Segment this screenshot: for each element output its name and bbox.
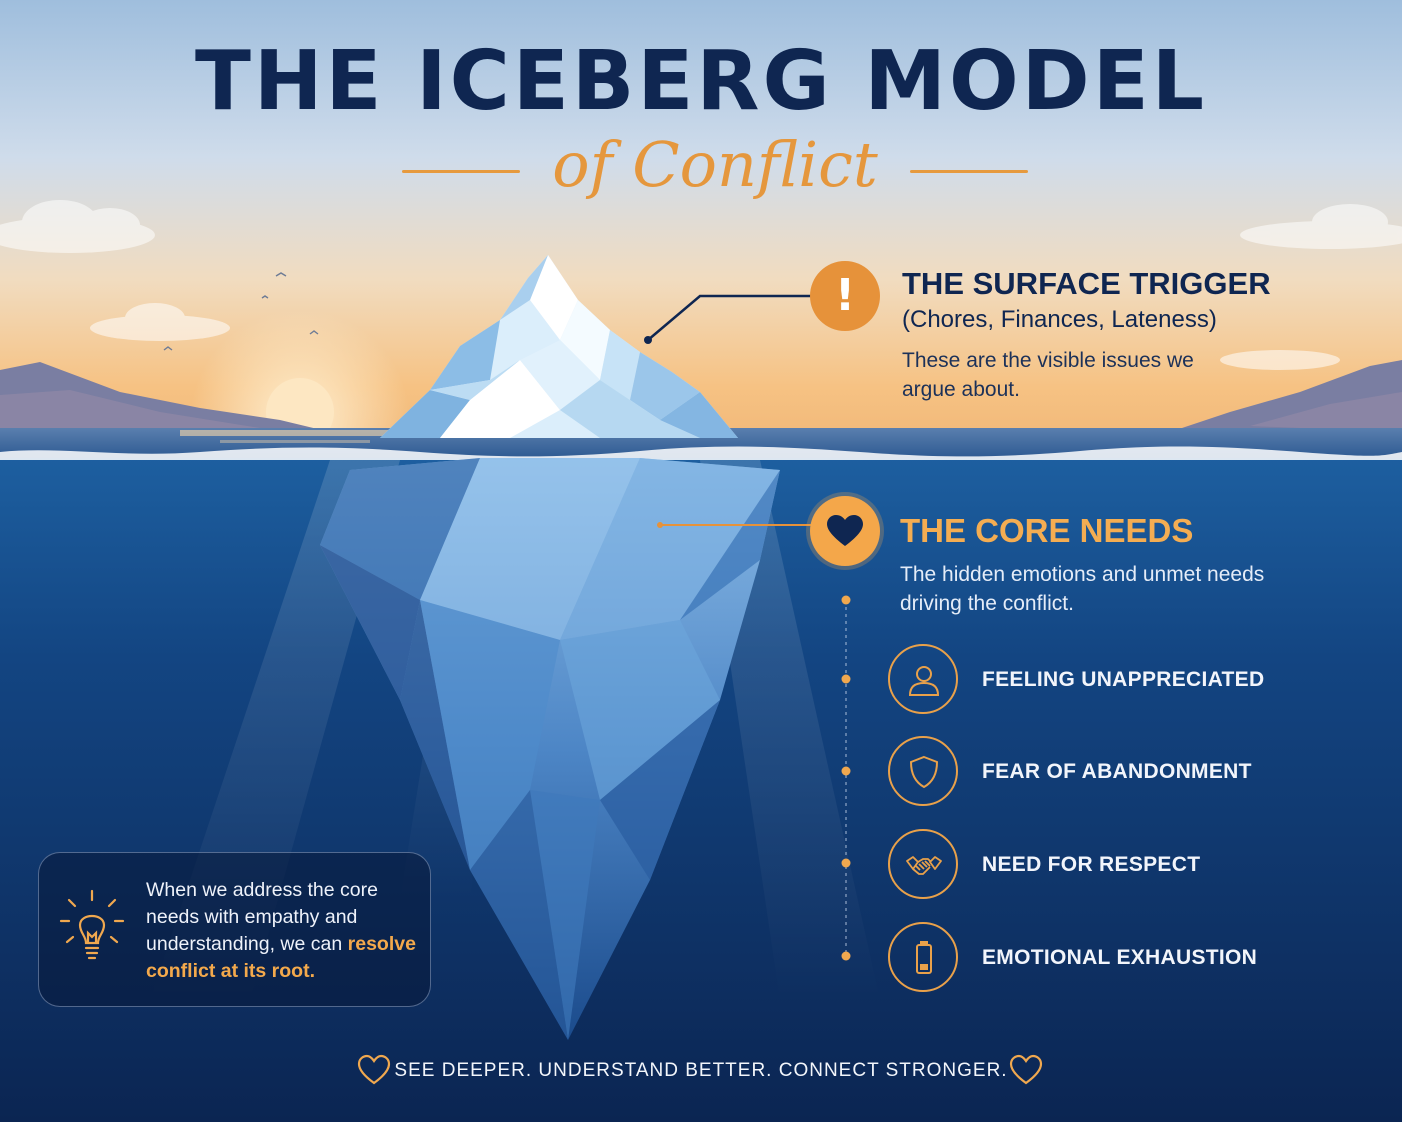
insight-box: When we address the core needs with empa… <box>38 852 431 1007</box>
need-item: EMOTIONAL EXHAUSTION <box>888 922 1308 994</box>
subtitle-divider-left <box>402 170 520 173</box>
surface-trigger-subtitle: (Chores, Finances, Lateness) <box>902 306 1217 333</box>
person-icon <box>888 644 958 714</box>
need-item: FEAR OF ABANDONMENT <box>888 736 1308 808</box>
need-label: FEELING UNAPPRECIATED <box>982 668 1265 691</box>
heart-icon <box>810 496 880 566</box>
core-needs-description: The hidden emotions and unmet needs driv… <box>900 563 1265 615</box>
need-item: NEED FOR RESPECT <box>888 829 1308 901</box>
need-label: EMOTIONAL EXHAUSTION <box>982 946 1258 969</box>
insight-highlight: resolve conflict at its root. <box>146 933 416 982</box>
insight-body: When we address the core needs with empa… <box>146 879 378 955</box>
exclamation-icon: ! <box>810 261 880 331</box>
page-subtitle: of Conflict <box>552 128 878 201</box>
footer-tagline: SEE DEEPER. UNDERSTAND BETTER. CONNECT S… <box>394 1060 1008 1081</box>
surface-trigger-title: THE SURFACE TRIGGER <box>902 266 1271 301</box>
shield-icon <box>888 736 958 806</box>
heart-outline-icon <box>357 1054 391 1091</box>
surface-trigger-description: These are the visible issues we argue ab… <box>902 349 1194 401</box>
need-label: FEAR OF ABANDONMENT <box>982 760 1252 783</box>
heart-outline-icon <box>1009 1054 1043 1091</box>
insight-text: When we address the core needs with empa… <box>146 877 421 985</box>
lightbulb-icon <box>59 889 125 970</box>
need-label: NEED FOR RESPECT <box>982 853 1201 876</box>
need-item: FEELING UNAPPRECIATED <box>888 644 1308 716</box>
battery-low-icon <box>888 922 958 992</box>
handshake-icon <box>888 829 958 899</box>
page-title: THE ICEBERG MODEL <box>195 34 1207 129</box>
subtitle-divider-right <box>910 170 1028 173</box>
subtitle-row: of Conflict <box>400 128 1030 218</box>
footer: SEE DEEPER. UNDERSTAND BETTER. CONNECT S… <box>0 1054 1402 1090</box>
core-needs-title: THE CORE NEEDS <box>900 512 1194 549</box>
